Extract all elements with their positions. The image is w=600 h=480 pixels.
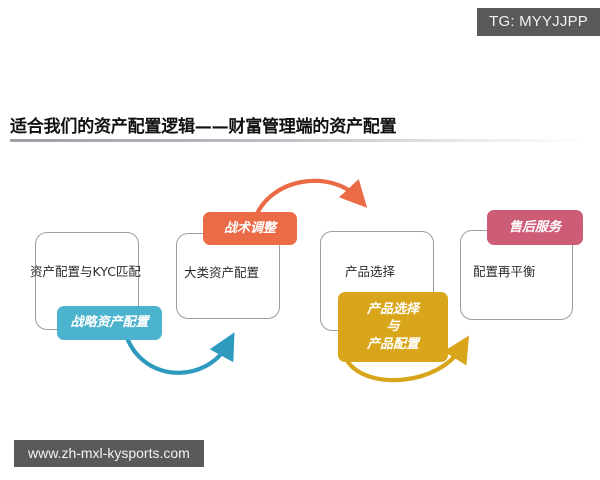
arrow-orange [252, 178, 368, 221]
badge-product-line-2: 与 [386, 319, 400, 335]
stage-label-3: 产品选择 [345, 264, 396, 279]
stage-box-4[interactable] [460, 230, 573, 320]
page-title: 适合我们的资产配置逻辑——财富管理端的资产配置 [10, 117, 397, 137]
stage-box-2[interactable] [176, 233, 280, 319]
badge-after-sales-service[interactable]: 售后服务 [487, 210, 583, 245]
arrow-blue [125, 332, 235, 375]
badge-strategic-line-1: 战略资产配置 [70, 315, 149, 331]
badge-strategic-allocation[interactable]: 战略资产配置 [57, 306, 162, 340]
tg-watermark-badge: TG: MYYJJPP [477, 8, 600, 36]
site-watermark: www.zh-mxl-kysports.com [14, 440, 204, 467]
badge-tactical-line-1: 战术调整 [223, 220, 276, 236]
badge-aftersales-line-1: 售后服务 [508, 219, 561, 235]
badge-product-line-3: 产品配置 [366, 336, 419, 352]
badge-product-selection[interactable]: 产品选择 与 产品配置 [338, 292, 448, 362]
stage-label-4: 配置再平衡 [473, 264, 536, 279]
badge-product-line-1: 产品选择 [366, 302, 419, 318]
stage-label-2: 大类资产配置 [184, 265, 260, 280]
badge-tactical-adjustment[interactable]: 战术调整 [203, 212, 297, 245]
arrow-yellow [345, 335, 470, 383]
title-divider [10, 139, 588, 142]
stage-label-1: 资产配置与KYC匹配 [30, 264, 141, 279]
